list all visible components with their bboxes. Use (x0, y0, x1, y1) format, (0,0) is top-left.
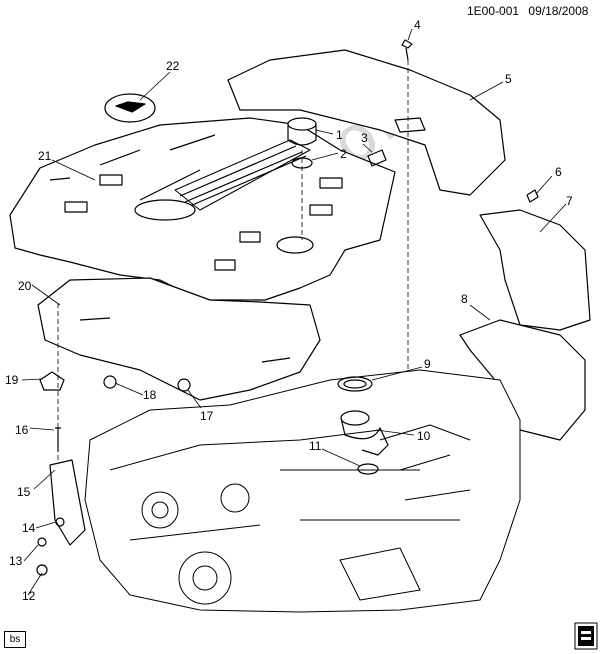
engine-cover-part (9, 117, 396, 301)
callout-14: 14 (22, 521, 36, 535)
callout-9: 9 (424, 357, 431, 371)
callout-3: 3 (361, 131, 368, 145)
bracket-part (459, 209, 591, 441)
callout-5: 5 (505, 72, 512, 86)
seal-parts (337, 376, 389, 475)
intake-cover-part (227, 49, 506, 196)
footer-stamp: bs (4, 631, 26, 648)
callout-leaders (21, 28, 567, 596)
callout-10: 10 (417, 429, 431, 443)
callout-7: 7 (566, 194, 573, 208)
callout-1: 1 (336, 128, 343, 142)
emblem-part (104, 93, 156, 123)
callout-18: 18 (143, 388, 157, 402)
callout-13: 13 (9, 554, 23, 568)
emission-label-icon (574, 622, 598, 650)
callout-16: 16 (15, 423, 29, 437)
diagram-date: 09/18/2008 (528, 4, 589, 18)
callout-19: 19 (5, 373, 19, 387)
callout-15: 15 (17, 485, 31, 499)
callout-8: 8 (461, 292, 468, 306)
callout-12: 12 (22, 589, 36, 603)
callout-2: 2 (340, 147, 347, 161)
diagram-header: 1E00-001 09/18/2008 (467, 4, 588, 18)
oil-cap-part (287, 39, 539, 203)
callout-17: 17 (200, 409, 214, 423)
callout-22: 22 (166, 59, 180, 73)
callout-11: 11 (309, 439, 322, 453)
diagram-code: 1E00-001 (467, 4, 520, 18)
callout-4: 4 (414, 18, 421, 32)
callout-6: 6 (555, 165, 562, 179)
lower-cover-part (37, 277, 321, 401)
callout-20: 20 (18, 279, 32, 293)
callout-21: 21 (38, 149, 52, 163)
engine-block (84, 369, 521, 613)
